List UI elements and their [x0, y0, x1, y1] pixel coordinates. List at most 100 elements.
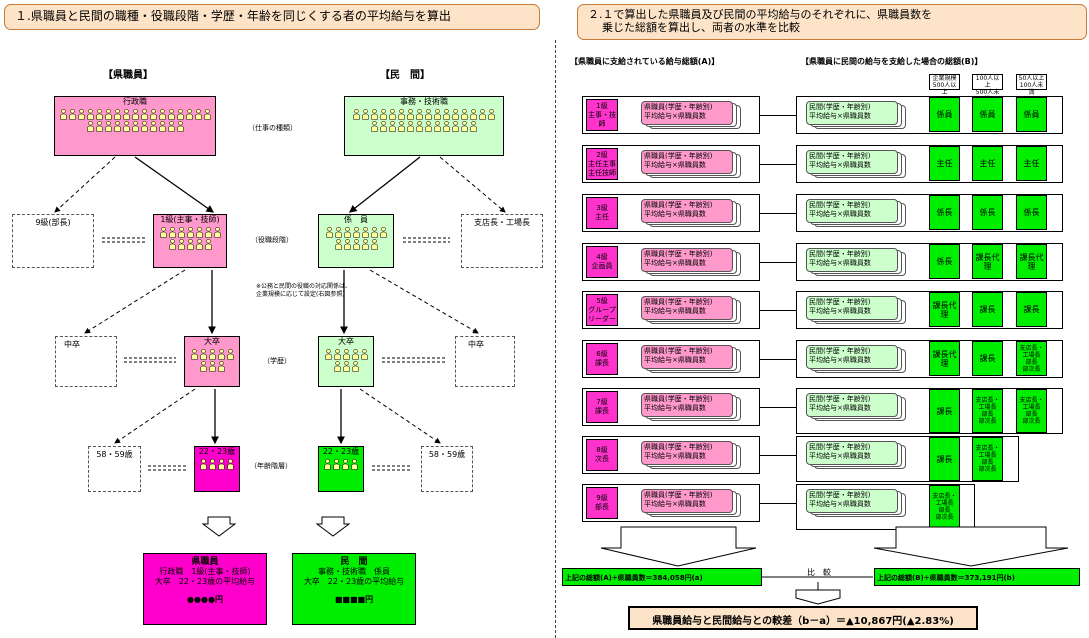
salary-card-private: 民間(学歴・年齢別)平均給与×県職員数: [806, 489, 898, 513]
position-cell: 支店長・工場長部長部次長: [929, 485, 960, 529]
pref-result-value: ●●●●円: [187, 595, 223, 604]
grade-label: 3級主任: [586, 197, 618, 229]
job-type-label: （仕事の種類）: [248, 124, 297, 132]
position-cell: 支店長・工場長部長部次長: [972, 437, 1003, 481]
position-cell: 支店長・工場長部長部次長: [1016, 389, 1047, 433]
people-icon-group: [319, 347, 373, 374]
pref-other-edu-box: 中卒: [55, 336, 117, 387]
salary-card-pref: 県職員(学歴・年齢別)平均給与×県職員数: [641, 199, 733, 223]
salary-card-private: 民間(学歴・年齢別)平均給与×県職員数: [806, 393, 898, 417]
private-edu-label: 大卒: [338, 337, 354, 346]
right-header-line1: ２.１で算出した県職員及び民間の平均給与のそれぞれに、県職員数を: [588, 8, 933, 21]
position-cell: 課長代理: [972, 244, 1003, 279]
grade-label: 2級主任主事主任技師: [586, 148, 618, 180]
position-cell: 課長代理: [929, 341, 960, 376]
people-icon-group: [319, 225, 393, 252]
position-cell: 主任: [972, 146, 1003, 181]
result-box: 県職員給与と民間給与との較差（b－a）＝▲10,867円(▲2.83%): [628, 606, 978, 630]
people-icon-group: [195, 457, 239, 472]
pref-result-line1: 行政職 1級(主事・技師): [159, 567, 251, 576]
row-connector: [760, 262, 796, 263]
position-cell: 支店長・工場長部長部次長: [972, 389, 1003, 433]
position-cell: 係員: [972, 97, 1003, 132]
position-cell: 係長: [1016, 195, 1047, 230]
private-result-box: 民 間 事務・技術職 係員 大卒 22・23歳の平均給与 ■■■■円: [292, 553, 416, 625]
row-connector: [760, 115, 796, 116]
private-result-title: 民 間: [340, 557, 368, 567]
salary-card-private: 民間(学歴・年齢別)平均給与×県職員数: [806, 441, 898, 465]
salary-card-private: 民間(学歴・年齢別)平均給与×県職員数: [806, 248, 898, 272]
pref-title: 【県職員】: [103, 70, 153, 81]
salary-card-private: 民間(学歴・年齢別)平均給与×県職員数: [806, 199, 898, 223]
private-job-label: 事務・技術職: [400, 97, 448, 106]
salary-card-private: 民間(学歴・年齢別)平均給与×県職員数: [806, 101, 898, 125]
private-result-line2: 大卒 22・23歳の平均給与: [303, 577, 405, 586]
salary-card-private: 民間(学歴・年齢別)平均給与×県職員数: [806, 150, 898, 174]
private-job-box: 事務・技術職: [344, 96, 504, 156]
pref-other-age-box: 58・59歳: [88, 446, 141, 492]
salary-card-private: 民間(学歴・年齢別)平均給与×県職員数: [806, 345, 898, 369]
left-header: １.県職員と民間の職種・役職段階・学歴・年齢を同じくする者の平均給与を算出: [4, 4, 540, 30]
people-icon-group: [55, 107, 215, 134]
private-age-box: 22・23歳: [318, 446, 364, 492]
position-cell: 支店長・工場長部長部次長: [1016, 341, 1047, 376]
salary-card-pref: 県職員(学歴・年齢別)平均給与×県職員数: [641, 345, 733, 369]
private-rank-label: 係 員: [344, 215, 368, 224]
position-cell: 課長: [929, 389, 960, 433]
pref-other-rank-box: 9級(部長): [12, 214, 94, 268]
salary-card-private: 民間(学歴・年齢別)平均給与×県職員数: [806, 296, 898, 320]
position-cell: 課長: [1016, 292, 1047, 327]
pref-result-line2: 大卒 22・23歳の平均給与: [154, 577, 256, 586]
position-cell: 係員: [929, 97, 960, 132]
row-connector: [760, 407, 796, 408]
grade-label: 9級部長: [586, 487, 618, 519]
pref-age-label: 22・23歳: [198, 447, 236, 456]
position-cell: 主任: [1016, 146, 1047, 181]
age-label: （年齢階層）: [250, 462, 292, 470]
pref-job-label: 行政職: [123, 97, 147, 106]
row-connector: [760, 164, 796, 165]
salary-card-pref: 県職員(学歴・年齢別)平均給与×県職員数: [641, 441, 733, 465]
salary-card-pref: 県職員(学歴・年齢別)平均給与×県職員数: [641, 150, 733, 174]
private-result-value: ■■■■円: [334, 595, 374, 604]
position-cell: 係員: [1016, 97, 1047, 132]
rank-mapping-note: ※公務と民間の役職の対応関係は、企業規模に応じて設定(右図参照): [256, 283, 352, 298]
position-cell: 係長: [929, 244, 960, 279]
position-cell: 課長代理: [929, 292, 960, 327]
grade-label: 6級課長: [586, 343, 618, 375]
sum-a-box: 上記の総額(A)÷県職員数＝384,058円(a): [562, 568, 762, 586]
pref-edu-label: 大卒: [204, 337, 220, 346]
people-icon-group: [154, 225, 226, 252]
private-other-edu-box: 中卒: [455, 336, 515, 387]
pref-result-box: 県職員 行政職 1級(主事・技師) 大卒 22・23歳の平均給与 ●●●●円: [143, 553, 267, 625]
total-b-title: 【県職員に民間の給与を支給した場合の総額(B)】: [801, 57, 983, 66]
position-cell: 係長: [972, 195, 1003, 230]
pref-rank-box: 1級(主事・技師): [153, 214, 227, 268]
sum-b-box: 上記の総額(B)÷県職員数＝373,191円(b): [874, 568, 1080, 586]
right-header-line2: 乗じた総額を算出し、両者の水準を比較: [602, 21, 800, 34]
grade-label: 4級企画員: [586, 246, 618, 278]
position-cell: 主任: [929, 146, 960, 181]
position-cell: 課長: [929, 437, 960, 481]
right-arrows: [600, 526, 1069, 605]
pref-job-box: 行政職: [54, 96, 216, 156]
people-icon-group: [345, 107, 503, 134]
right-header: ２.１で算出した県職員及び民間の平均給与のそれぞれに、県職員数を 乗じた総額を算…: [577, 4, 1087, 40]
salary-card-pref: 県職員(学歴・年齢別)平均給与×県職員数: [641, 489, 733, 513]
row-connector: [760, 503, 796, 504]
grade-label: 8級次長: [586, 439, 618, 471]
grade-label: 7級課長: [586, 391, 618, 423]
rank-label: （役職段階）: [251, 236, 293, 244]
private-other-rank-box: 支店長・工場長: [461, 214, 543, 268]
grade-label: 5級グループリーダー: [586, 294, 618, 326]
pref-result-title: 県職員: [191, 557, 219, 567]
position-cell: 課長: [972, 292, 1003, 327]
salary-card-pref: 県職員(学歴・年齢別)平均給与×県職員数: [641, 296, 733, 320]
position-cell: 課長: [972, 341, 1003, 376]
center-divider: [555, 40, 556, 638]
row-connector: [760, 213, 796, 214]
people-icon-group: [319, 457, 363, 472]
pref-age-box: 22・23歳: [194, 446, 240, 492]
